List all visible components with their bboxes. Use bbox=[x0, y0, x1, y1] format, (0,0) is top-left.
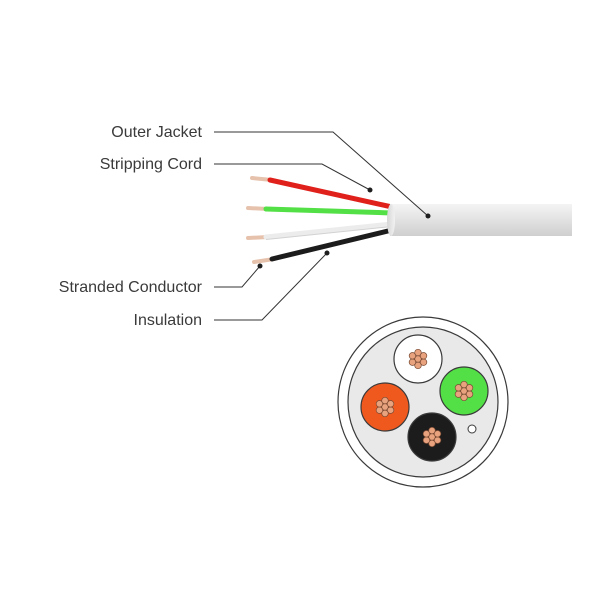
stranded-conductor-leader-dot bbox=[257, 263, 263, 269]
label-stranded-conductor: Stranded Conductor bbox=[59, 279, 203, 296]
core-white-strands bbox=[408, 348, 428, 370]
copper-strand bbox=[454, 384, 463, 392]
outer-jacket-leader-dot bbox=[425, 213, 431, 219]
cable-side-view bbox=[246, 176, 572, 264]
black-wire bbox=[269, 227, 395, 262]
outer-jacket bbox=[390, 204, 572, 236]
label-outer-jacket: Outer Jacket bbox=[111, 124, 202, 141]
copper-strand bbox=[375, 406, 384, 414]
copper-strand bbox=[460, 393, 468, 402]
cable-cross-section-icon bbox=[337, 316, 509, 488]
copper-strand bbox=[422, 436, 431, 444]
insulation-leader-dot bbox=[324, 250, 330, 256]
copper-strand bbox=[381, 396, 389, 405]
label-stripping-cord: Stripping Cord bbox=[100, 156, 202, 173]
label-insulation: Insulation bbox=[134, 312, 203, 329]
copper-strand bbox=[460, 380, 468, 389]
core-white bbox=[393, 334, 443, 384]
copper-strand bbox=[408, 352, 417, 360]
core-orange-strands bbox=[375, 396, 395, 418]
outer-jacket-leader bbox=[214, 131, 429, 217]
copper-strand bbox=[428, 439, 436, 448]
core-black bbox=[407, 412, 457, 462]
stripping-cord-section bbox=[467, 424, 477, 434]
stranded-conductor-leader bbox=[214, 265, 261, 288]
copper-strand bbox=[414, 348, 422, 357]
core-green-strands bbox=[454, 380, 474, 402]
copper-strand bbox=[386, 400, 395, 408]
copper-strand bbox=[375, 400, 384, 408]
outer-jacket-end bbox=[387, 204, 395, 236]
copper-strand bbox=[433, 430, 442, 438]
copper-strand bbox=[428, 426, 436, 435]
copper-strand bbox=[381, 409, 389, 418]
red-wire bbox=[267, 177, 395, 210]
green-wire bbox=[263, 206, 395, 216]
core-orange bbox=[360, 382, 410, 432]
insulation-leader bbox=[214, 252, 328, 321]
leader-lines bbox=[214, 131, 431, 321]
cross-section-jacket bbox=[347, 326, 499, 478]
copper-strand bbox=[465, 384, 474, 392]
stripping-cord-leader bbox=[214, 163, 371, 191]
white-wire-edge bbox=[265, 226, 393, 240]
stripping-cord-leader-dot bbox=[367, 187, 373, 193]
copper-strand bbox=[419, 352, 428, 360]
white-wire bbox=[263, 221, 395, 240]
copper-strand bbox=[454, 390, 463, 398]
copper-strand bbox=[422, 430, 431, 438]
core-green bbox=[439, 366, 489, 416]
core-black-strands bbox=[422, 426, 442, 448]
copper-strand bbox=[408, 358, 417, 366]
copper-strand bbox=[414, 361, 422, 370]
